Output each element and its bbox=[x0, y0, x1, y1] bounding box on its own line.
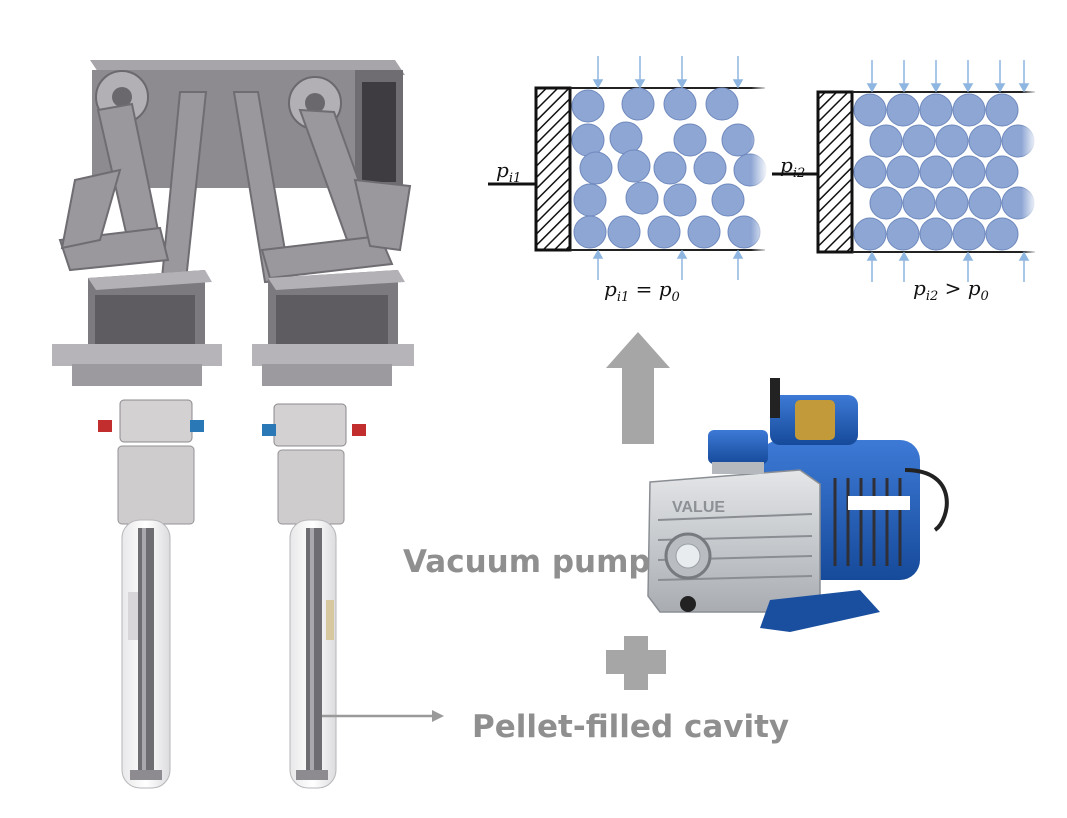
pellet bbox=[886, 93, 920, 127]
jammed-pellets-panel bbox=[772, 60, 1037, 282]
right-pressure-arrows bbox=[866, 60, 1030, 282]
pellet bbox=[886, 217, 920, 251]
pellet-cavity-label: Pellet-filled cavity bbox=[472, 709, 790, 745]
up-arrow bbox=[606, 332, 670, 444]
pellet bbox=[919, 93, 953, 127]
pellet bbox=[853, 217, 887, 251]
left-connector bbox=[119, 399, 193, 443]
pellet bbox=[886, 155, 920, 189]
pellet bbox=[935, 124, 969, 158]
pellet bbox=[902, 124, 936, 158]
pellet bbox=[869, 186, 903, 220]
right-wall-hatched bbox=[816, 90, 854, 254]
pellet bbox=[919, 217, 953, 251]
pellet bbox=[902, 186, 936, 220]
pellet bbox=[853, 155, 887, 189]
left-port-pressure: pi1 bbox=[496, 158, 522, 186]
pellet bbox=[919, 155, 953, 189]
vacuum-pump-image: VALUE bbox=[647, 378, 949, 632]
left-pressure-relation: pi1 = p0 bbox=[604, 277, 680, 305]
right-pressure-relation: pi2 > p0 bbox=[913, 276, 989, 304]
robotic-gripper-render bbox=[52, 60, 414, 789]
left-pressure-arrows bbox=[592, 56, 744, 280]
pellet bbox=[935, 186, 969, 220]
right-port-pressure: pi2 bbox=[780, 153, 806, 181]
loose-pellets-panel bbox=[488, 56, 768, 280]
pump-brand-text: VALUE bbox=[672, 499, 725, 516]
plus-sign bbox=[606, 636, 666, 690]
left-wall-hatched bbox=[534, 86, 572, 252]
pellet bbox=[853, 93, 887, 127]
pellet bbox=[869, 124, 903, 158]
right-connector bbox=[273, 403, 347, 447]
vacuum-pump-label: Vacuum pump bbox=[403, 544, 651, 580]
cavity-pointer-arrow bbox=[322, 710, 444, 722]
pump-oil-cap bbox=[708, 430, 768, 464]
